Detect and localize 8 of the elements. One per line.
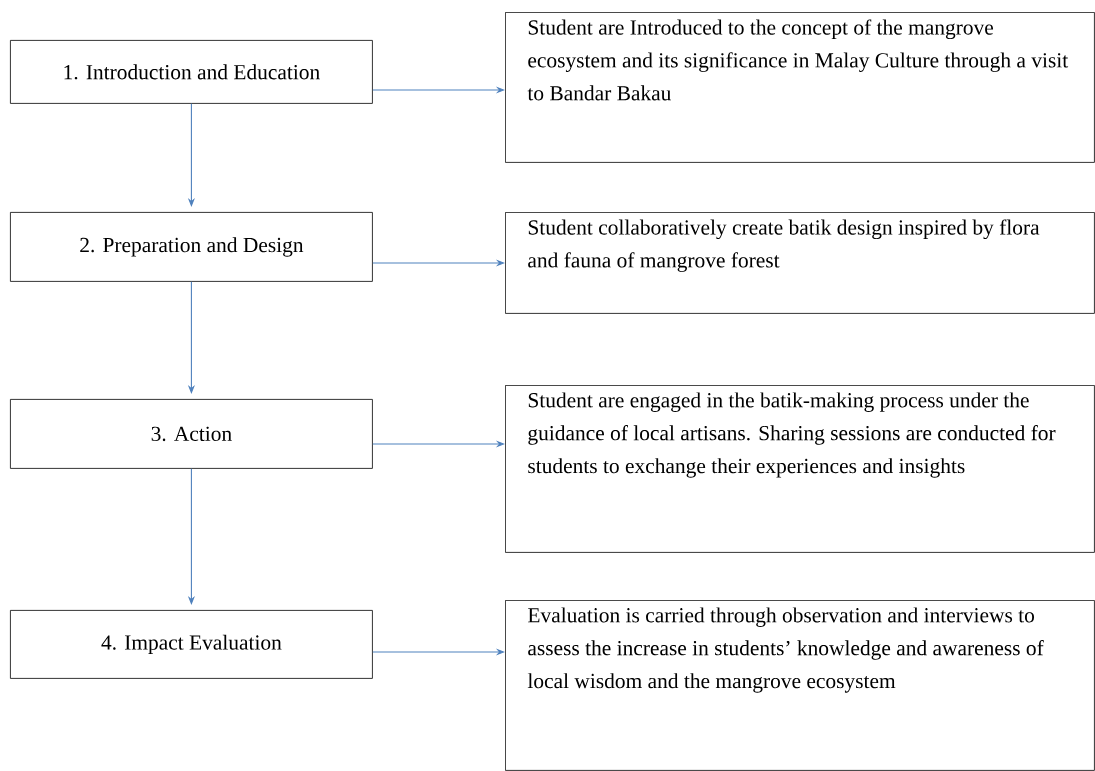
step-box: 1. Introduction and Education bbox=[10, 40, 373, 104]
description-box: Student are engaged in the batik-making process under the guidance of local artisans. Sharing sessions are conducted for students to exchange their experiences and insights bbox=[505, 385, 1095, 553]
step-box: 2. Preparation and Design bbox=[10, 212, 373, 282]
step-box: 3. Action bbox=[10, 399, 373, 469]
description-box: Student collaboratively create batik design inspired by flora and fauna of mangrove forest bbox=[505, 212, 1095, 314]
description-box: Student are Introduced to the concept of the mangrove ecosystem and its significance in Malay Culture through a visit to Bandar Bakau bbox=[505, 12, 1095, 163]
step-box: 4. Impact Evaluation bbox=[10, 610, 373, 679]
description-box: Evaluation is carried through observation and interviews to assess the increase in students’ knowledge and awareness of local wisdom and the mangrove ecosystem bbox=[505, 600, 1095, 771]
